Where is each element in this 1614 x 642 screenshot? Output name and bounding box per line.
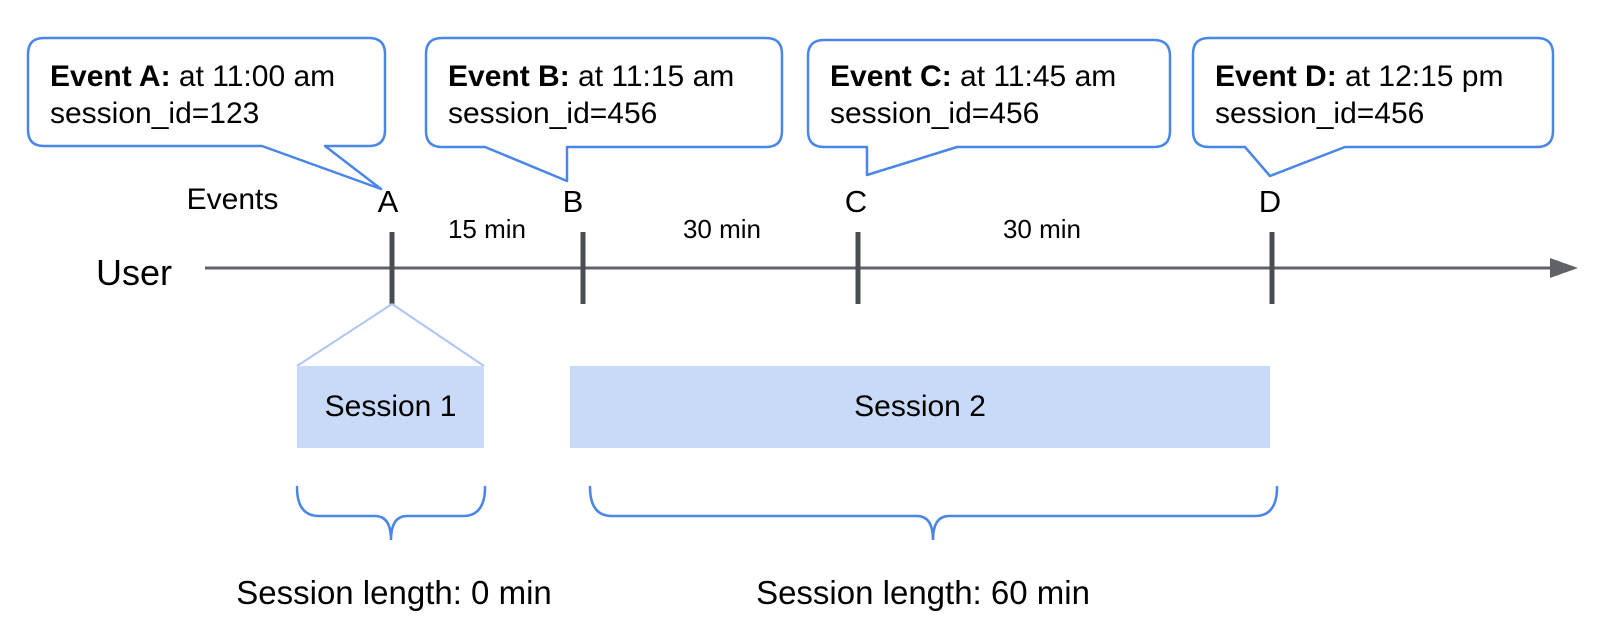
session2-brace — [588, 485, 1279, 541]
bubble-a-text: Event A: at 11:00 am session_id=123 — [50, 58, 335, 132]
bubble-d-text: Event D: at 12:15 pm session_id=456 — [1215, 58, 1503, 132]
event-marker-b: B — [562, 184, 584, 219]
session-2-bar: Session 2 — [570, 366, 1270, 448]
interval-label-c-d: 30 min — [1002, 214, 1082, 244]
bubble-c-title: Event C: — [830, 60, 952, 93]
bubble-d-line1: Event D: at 12:15 pm — [1215, 58, 1503, 95]
bubble-a-line1: Event A: at 11:00 am — [50, 58, 335, 95]
event-marker-a: A — [377, 184, 399, 219]
session-2-label: Session 2 — [854, 390, 986, 423]
events-axis-label: Events — [186, 183, 279, 216]
bubble-d-session-id: session_id=456 — [1215, 97, 1425, 130]
event-marker-c: C — [844, 184, 868, 219]
bubble-d-title: Event D: — [1215, 60, 1337, 93]
session-1-label: Session 1 — [324, 390, 457, 423]
session1-brace — [295, 485, 487, 541]
timeline-arrowhead-icon — [1550, 258, 1578, 278]
speech-bubble-d — [1191, 36, 1555, 178]
session-1-bar: Session 1 — [297, 366, 484, 448]
bubble-a-time: at 11:00 am — [178, 60, 336, 93]
bubble-c-session-id: session_id=456 — [830, 97, 1040, 130]
user-axis-label: User — [96, 252, 173, 293]
bubble-b-text: Event B: at 11:15 am session_id=456 — [448, 58, 734, 132]
bubble-c-text: Event C: at 11:45 am session_id=456 — [830, 58, 1116, 132]
bubble-a-title: Event A: — [50, 60, 171, 93]
interval-label-b-c: 30 min — [682, 214, 762, 244]
interval-label-a-b: 15 min — [447, 214, 527, 244]
session1-funnel-left — [296, 303, 393, 367]
bubble-d-time: at 12:15 pm — [1345, 60, 1504, 93]
speech-bubble-a — [26, 36, 387, 191]
bubble-b-line1: Event B: at 11:15 am — [448, 58, 734, 95]
bubble-c-line1: Event C: at 11:45 am — [830, 58, 1116, 95]
bubble-c-time: at 11:45 am — [960, 60, 1117, 93]
event-marker-d: D — [1258, 184, 1282, 219]
bubble-b-title: Event B: — [448, 60, 570, 93]
bubble-b-time: at 11:15 am — [578, 60, 735, 93]
bubble-b-session-id: session_id=456 — [448, 97, 658, 130]
bubble-a-session-id: session_id=123 — [50, 97, 260, 130]
session-1-length-label: Session length: 0 min — [236, 574, 552, 611]
speech-bubble-c — [806, 38, 1172, 177]
session1-funnel-right — [391, 303, 485, 367]
speech-bubble-b — [424, 36, 784, 183]
session-2-length-label: Session length: 60 min — [756, 574, 1090, 611]
